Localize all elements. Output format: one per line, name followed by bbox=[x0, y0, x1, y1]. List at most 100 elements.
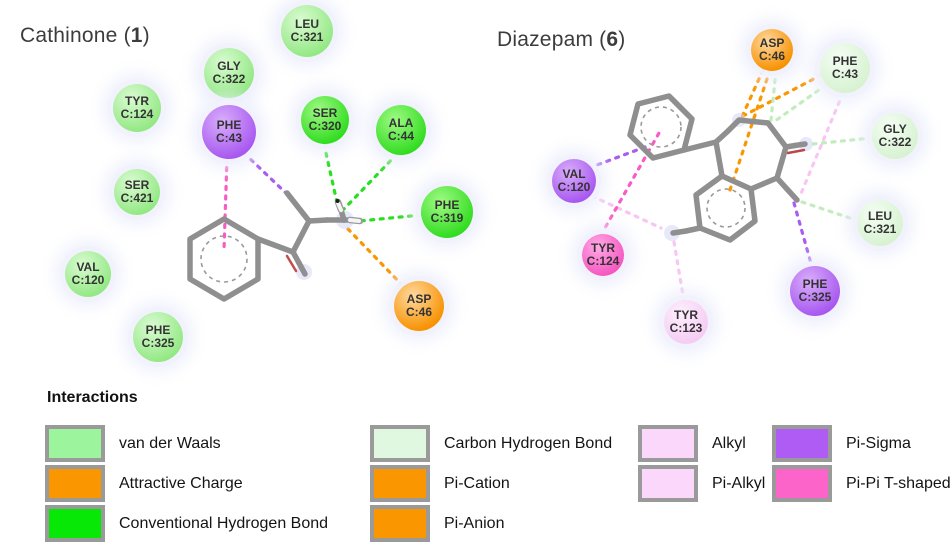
residue-name: ASP bbox=[759, 35, 785, 50]
cathinone-structure bbox=[187, 190, 364, 302]
residue-name: LEU bbox=[868, 208, 892, 223]
cathinone-title-number: 1 bbox=[130, 24, 143, 47]
residue-name: TYR bbox=[674, 307, 698, 322]
legend-swatch bbox=[370, 505, 430, 542]
residue-position: C:44 bbox=[387, 129, 414, 143]
chlorine-atom bbox=[670, 228, 689, 236]
carbonyl-double-bond bbox=[786, 148, 806, 155]
interaction-line-chb bbox=[800, 200, 858, 222]
oxygen-atom bbox=[296, 260, 308, 277]
legend-item-attractive-charge: Attractive Charge bbox=[45, 465, 243, 502]
legend-label: Pi-Alkyl bbox=[712, 474, 766, 492]
interaction-line-alkyl bbox=[672, 240, 686, 303]
interaction-line-charge bbox=[726, 68, 772, 198]
interaction-line-chb bbox=[811, 136, 873, 146]
interaction-line-alkyl bbox=[590, 194, 663, 230]
phenyl-c5-bond bbox=[681, 139, 719, 153]
legend-label: Pi-Anion bbox=[444, 514, 505, 532]
residue-position: C:421 bbox=[120, 191, 154, 205]
c-n-bond bbox=[306, 217, 330, 224]
legend-swatch bbox=[45, 465, 105, 502]
aromatic-circle-pendant bbox=[640, 106, 682, 148]
residue-name: VAL bbox=[76, 259, 100, 274]
oxygen-atom bbox=[792, 141, 808, 149]
residue-position: C:46 bbox=[405, 305, 432, 319]
legend-label: Conventional Hydrogen Bond bbox=[119, 514, 329, 532]
diazepam-title-suffix: ) bbox=[618, 28, 626, 51]
h-cap-dot bbox=[335, 199, 340, 203]
legend-swatch bbox=[45, 425, 105, 462]
interaction-line-pi_sigma bbox=[587, 145, 647, 170]
residue-position: C:319 bbox=[430, 211, 464, 225]
residue-name: LEU bbox=[295, 16, 319, 31]
legend-title: Interactions bbox=[47, 389, 138, 406]
residue-position: C:321 bbox=[290, 30, 324, 44]
residue-position: C:46 bbox=[758, 49, 785, 63]
aromatic-circle-fused bbox=[706, 188, 746, 228]
interaction-line-pi_pi bbox=[599, 131, 661, 237]
residue-name: SER bbox=[312, 105, 338, 120]
interaction-line-pi_sigma bbox=[792, 201, 814, 269]
pendant-phenyl-ring bbox=[627, 93, 695, 161]
residue-name: PHE bbox=[216, 117, 242, 132]
legend-swatch bbox=[45, 505, 105, 542]
legend-swatch bbox=[638, 465, 698, 502]
carbonyl-double-bond bbox=[285, 254, 298, 273]
legend-label: Pi-Pi T-shaped bbox=[846, 474, 951, 492]
methyl-bond bbox=[284, 190, 312, 224]
interaction-line-charge bbox=[346, 227, 406, 289]
interaction-line-hbond bbox=[342, 152, 399, 211]
aromatic-circle bbox=[200, 235, 248, 283]
legend-swatch bbox=[772, 465, 832, 502]
residue-name: PHE bbox=[832, 53, 858, 68]
residue-name: SER bbox=[124, 177, 150, 192]
residue-name: VAL bbox=[562, 166, 586, 181]
legend-item-conventional-hydrogen-bond: Conventional Hydrogen Bond bbox=[45, 505, 328, 542]
residue-position: C:124 bbox=[586, 254, 620, 268]
legend-label: Pi-Cation bbox=[444, 474, 510, 492]
residue-position: C:123 bbox=[669, 321, 703, 335]
residue-name: PHE bbox=[802, 276, 828, 291]
legend-item-pi-alkyl: Pi-Alkyl bbox=[638, 465, 765, 502]
residue-name: GLY bbox=[217, 58, 241, 73]
residue-name: GLY bbox=[883, 121, 907, 136]
interaction-line-charge bbox=[741, 70, 829, 118]
diazepam-structure bbox=[627, 93, 813, 243]
interaction-line-pi_pi bbox=[222, 156, 229, 252]
residue-position: C:322 bbox=[212, 72, 246, 86]
interaction-line-charge bbox=[739, 68, 765, 121]
ring-carbonyl-bond bbox=[255, 236, 296, 255]
interaction-line-pi_sigma bbox=[242, 151, 290, 197]
legend-item-carbon-hydrogen-bond: Carbon Hydrogen Bond bbox=[370, 425, 612, 462]
c2-bond bbox=[765, 120, 789, 150]
interaction-line-hbond bbox=[358, 213, 423, 223]
diazepam-title-prefix: Diazepam ( bbox=[497, 28, 607, 51]
legend-item-pi-cation: Pi-Cation bbox=[370, 465, 510, 502]
residue-position: C:320 bbox=[308, 119, 342, 133]
legend-label: Attractive Charge bbox=[119, 474, 243, 492]
fused-benzene-ring bbox=[693, 173, 758, 243]
interaction-line-hbond bbox=[322, 142, 340, 209]
h-atom-right bbox=[348, 218, 361, 223]
residue-name: ASP bbox=[406, 291, 432, 306]
legend-label: van der Waals bbox=[119, 434, 221, 452]
diazepam-title: Diazepam (6) bbox=[497, 28, 625, 52]
cathinone-title-prefix: Cathinone ( bbox=[20, 24, 131, 47]
legend-item-pi-sigma: Pi-Sigma bbox=[772, 425, 911, 462]
